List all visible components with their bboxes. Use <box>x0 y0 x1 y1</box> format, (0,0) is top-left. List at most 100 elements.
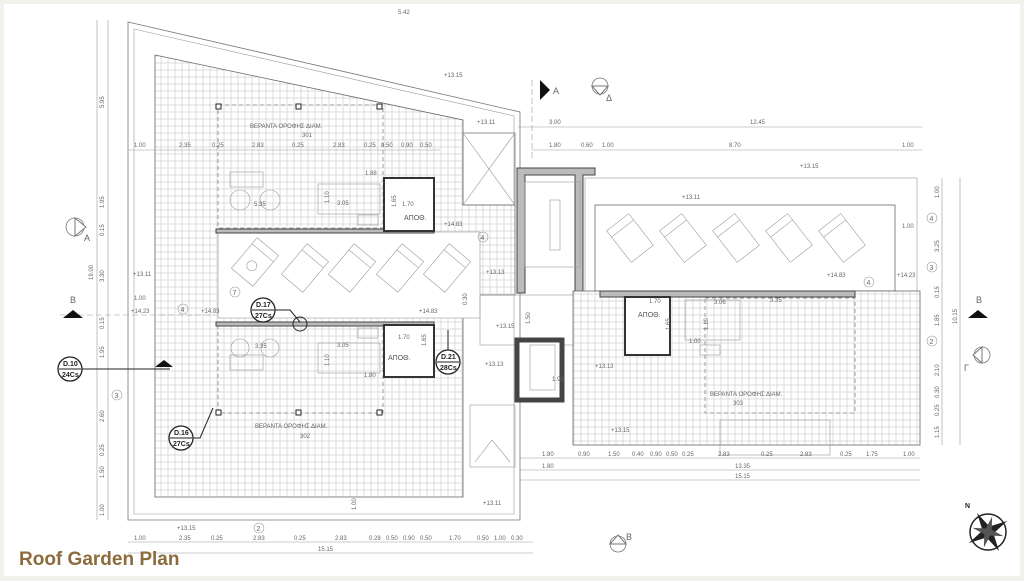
dim: 3.25 <box>935 240 941 252</box>
dining-table-302 <box>229 338 280 371</box>
dim: 1.10 <box>325 191 331 203</box>
dim: 2.35 <box>179 536 191 542</box>
grid-mark-label: 4 <box>481 235 485 242</box>
stair-303 <box>719 419 831 456</box>
dim: 5.35 <box>254 202 266 208</box>
grid-marks: 4 7 4 3 2 4 3 4 2 <box>111 212 938 534</box>
detail-callout-d17[interactable]: D.17 27Cs <box>250 297 308 332</box>
grid-mark-label: 7 <box>233 290 237 297</box>
section-marker-b-bottom[interactable] <box>608 534 628 553</box>
elevation-label: +14.83 <box>419 309 438 315</box>
dimension-lines <box>60 20 961 554</box>
dim: 0.25 <box>682 452 694 458</box>
detail-callout-d21[interactable]: D.21 28Cs <box>435 330 461 375</box>
dim: 0.50 <box>381 143 393 149</box>
storage-label: ΑΠΟΘ. <box>388 355 411 362</box>
detail-code: D.16 <box>174 430 189 437</box>
dim: 3.35 <box>255 344 267 350</box>
dimensions-top-right: 3.00 12.45 1.80 0.60 1.00 8.70 1.00 <box>549 120 914 149</box>
dim: 1.00 <box>689 339 701 345</box>
elevation-label: +13.11 <box>133 272 152 278</box>
dim: 19.00 <box>89 264 95 280</box>
detail-callout-d10[interactable]: D.10 24Cs <box>57 356 170 382</box>
elevation-label: +13.15 <box>496 324 515 330</box>
dim: 0.25 <box>935 404 941 416</box>
dim: 1.70 <box>402 202 414 208</box>
section-label: B <box>626 532 632 542</box>
dim: 1.65 <box>422 334 428 346</box>
elevation-label: +13.13 <box>595 364 614 370</box>
dimensions-bottom-right: 1.80 0.90 1.50 0.40 0.90 0.50 0.25 2.83 … <box>542 452 915 480</box>
dim: 0.40 <box>632 452 644 458</box>
dim: 1.80 <box>542 452 554 458</box>
elevation-label: +14.83 <box>827 273 846 279</box>
dim: 2.83 <box>253 536 265 542</box>
dim: 1.00 <box>352 498 358 510</box>
dim: 2.35 <box>179 143 191 149</box>
detail-callout-d16[interactable]: D.16 27Cs <box>168 407 214 451</box>
elevation-label: +13.11 <box>682 195 701 201</box>
dim: 0.25 <box>211 536 223 542</box>
section-marker-a-top[interactable] <box>540 80 550 100</box>
dim: 1.70 <box>398 335 410 341</box>
section-marker-b-left[interactable] <box>63 310 83 318</box>
section-marker-g[interactable] <box>972 345 991 365</box>
dimensions-right-vertical: 1.00 3.25 0.15 1.85 2.10 0.30 0.25 1.15 … <box>935 186 959 438</box>
dim: 0.30 <box>463 293 469 305</box>
dim: 1.50 <box>100 466 106 478</box>
dim: 2.83 <box>718 452 730 458</box>
elevation-label: +13.15 <box>800 164 819 170</box>
elevation-label: +14.83 <box>201 309 220 315</box>
dim: 0.15 <box>935 286 941 298</box>
dim: 0.50 <box>386 536 398 542</box>
dim: 1.00 <box>134 536 146 542</box>
dim: 2.83 <box>335 536 347 542</box>
kitchen-303 <box>684 299 741 356</box>
elevation-label: +13.11 <box>477 120 496 126</box>
detail-code: D.10 <box>63 361 78 368</box>
dim: 0.25 <box>212 143 224 149</box>
dim: 1.00 <box>100 504 106 516</box>
storage-label: ΑΠΟΘ. <box>638 312 661 319</box>
dim: 13.35 <box>735 464 751 470</box>
storage-label: ΑΠΟΘ. <box>404 215 427 222</box>
section-label: A <box>84 233 90 243</box>
grid-mark-label: 2 <box>257 526 261 533</box>
dim: 15.15 <box>735 474 751 480</box>
section-marker-a-left[interactable] <box>65 216 87 238</box>
dim: 1.10 <box>704 318 710 330</box>
section-label: A <box>553 86 559 96</box>
detail-sheet: 27Cs <box>255 313 272 320</box>
dim: 3.05 <box>337 201 349 207</box>
section-marker-b-right[interactable] <box>968 310 988 318</box>
dim: 1.00 <box>902 143 914 149</box>
dim: 2.83 <box>333 143 345 149</box>
dim: 0.90 <box>401 143 413 149</box>
section-marker-d[interactable] <box>590 77 610 96</box>
dimensions-left-vertical: 5.95 1.95 0.15 19.00 3.30 0.15 1.95 2.60… <box>89 96 106 516</box>
dim: 0.15 <box>100 317 106 329</box>
dim: 1.85 <box>935 314 941 326</box>
dimensions-top-left: 1.00 2.35 0.25 2.83 0.25 2.83 0.25 0.50 … <box>134 143 432 149</box>
dim: 1.75 <box>866 452 878 458</box>
detail-sheet: 28Cs <box>440 365 457 372</box>
dim: 0.25 <box>761 452 773 458</box>
dim: 1.80 <box>549 143 561 149</box>
dim: 1.50 <box>526 312 532 324</box>
dim: 0.30 <box>511 536 523 542</box>
elevation-label: +13.13 <box>485 362 504 368</box>
detail-code: D.17 <box>256 302 271 309</box>
grid-mark-label: 4 <box>181 307 185 314</box>
dim: 1.65 <box>392 195 398 207</box>
dim: 0.90 <box>403 536 415 542</box>
detail-sheet: 27Cs <box>173 441 190 448</box>
grid-mark-label: 4 <box>930 216 934 223</box>
room-label-303: ΒΕΡΑΝΤΑ ΟΡΟΦΗΣ ΔΙΑΜ. <box>710 392 783 398</box>
dim: 1.90 <box>552 377 564 383</box>
dim: 3.30 <box>100 270 106 282</box>
dim: 1.00 <box>134 296 146 302</box>
storage-303 <box>624 296 671 356</box>
dim: 1.80 <box>542 464 554 470</box>
north-arrow-icon: N <box>965 503 1008 552</box>
dim: 1.00 <box>134 143 146 149</box>
